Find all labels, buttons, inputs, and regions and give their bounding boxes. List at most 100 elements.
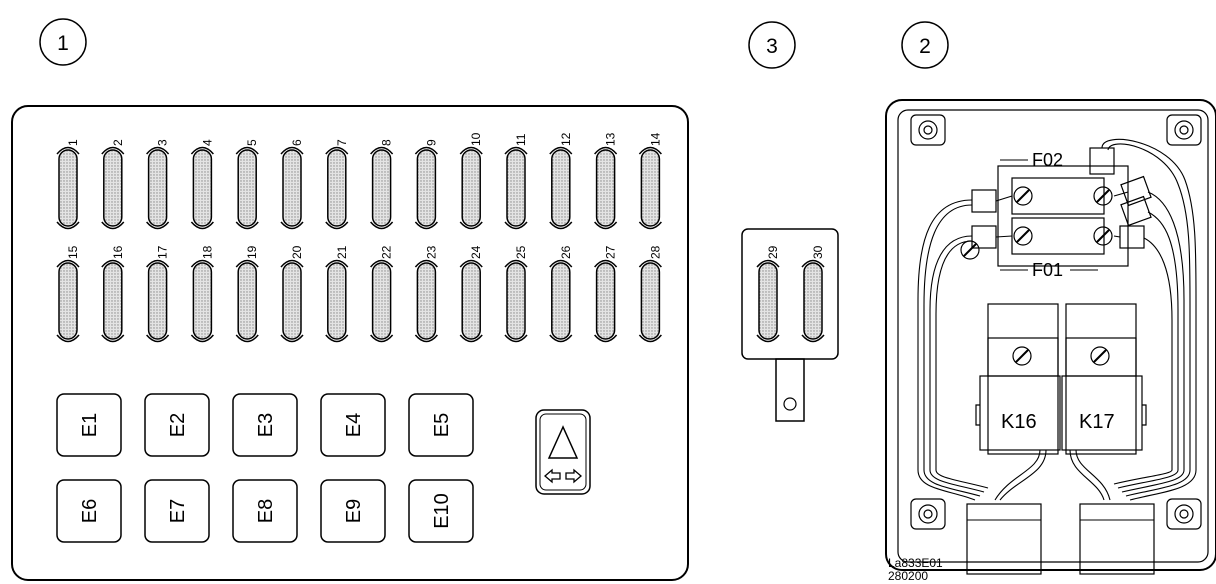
fuse-slot[interactable]: 24 xyxy=(459,245,483,343)
fuse-slot[interactable]: 25 xyxy=(504,245,528,343)
fuse-number: 2 xyxy=(111,139,125,146)
fuse-slot[interactable]: 1 xyxy=(56,139,80,230)
fuse-slot[interactable]: 15 xyxy=(56,245,80,343)
fuse-number: 13 xyxy=(604,132,618,146)
fuse-slot[interactable]: 5 xyxy=(235,139,259,230)
fuse-slot[interactable]: 3 xyxy=(146,139,170,230)
ground-screw xyxy=(960,240,980,260)
fuse-number: 8 xyxy=(380,139,394,146)
relay-socket[interactable]: E5 xyxy=(408,393,474,457)
label-f01: F01 xyxy=(1000,260,1098,280)
fuse-slot[interactable]: 13 xyxy=(594,132,618,230)
fuse-panel-1-outline xyxy=(11,105,689,581)
label-f02-text: F02 xyxy=(1032,150,1063,170)
relay-k17 xyxy=(1061,303,1147,455)
fuse-slot[interactable]: 7 xyxy=(325,139,349,230)
fuse-slot[interactable]: 17 xyxy=(146,245,170,343)
relay-socket[interactable]: E10 xyxy=(408,479,474,543)
wiring-harness xyxy=(917,138,1197,501)
relay-socket[interactable]: E2 xyxy=(144,393,210,457)
fuse-number: 28 xyxy=(648,245,662,259)
relay-socket[interactable]: E9 xyxy=(320,479,386,543)
fuse-number: 23 xyxy=(424,245,438,259)
relay-socket[interactable]: E8 xyxy=(232,479,298,543)
relay-k16-label: K16 xyxy=(1001,411,1037,433)
fuse-slot[interactable]: 22 xyxy=(370,245,394,343)
relay-k17-label: K17 xyxy=(1079,411,1115,433)
fuse-slot[interactable]: 14 xyxy=(638,132,662,230)
relay-row-2: E6 E7 E8 E9 E10 xyxy=(56,479,474,543)
fuse-number: 25 xyxy=(514,245,528,259)
mounting-hole xyxy=(783,397,797,411)
fuse-number: 17 xyxy=(156,245,170,259)
callout-1-label: 1 xyxy=(57,32,69,55)
fuse-number: 29 xyxy=(766,245,780,259)
fuse-slot[interactable]: 27 xyxy=(594,245,618,343)
fuse-slot[interactable]: 2 xyxy=(101,139,125,230)
relay-socket[interactable]: E7 xyxy=(144,479,210,543)
fuse-number: 10 xyxy=(469,132,483,146)
label-f01-text: F01 xyxy=(1032,260,1063,280)
relay-label: E6 xyxy=(79,499,101,523)
callout-3: 3 xyxy=(748,21,796,69)
terminal-connector xyxy=(1120,175,1152,207)
fuse-slot[interactable]: 10 xyxy=(459,132,483,230)
relay-k16 xyxy=(975,303,1061,455)
relay-label: E3 xyxy=(255,413,277,437)
fuse-number: 22 xyxy=(380,245,394,259)
fuse-number: 7 xyxy=(335,139,349,146)
terminal-connector xyxy=(1119,225,1145,249)
fuse-slot[interactable]: 6 xyxy=(280,139,304,230)
fuse-slot[interactable]: 23 xyxy=(414,245,438,343)
fuse-slot[interactable]: 26 xyxy=(549,245,573,343)
fuse-slot[interactable]: 9 xyxy=(414,139,438,230)
fuse-number: 26 xyxy=(559,245,573,259)
fuse-slot[interactable]: 18 xyxy=(190,245,214,343)
fuse-slot[interactable]: 16 xyxy=(101,245,125,343)
fuse-slot[interactable]: 12 xyxy=(549,132,573,230)
fuse-number: 15 xyxy=(66,245,80,259)
callout-2-label: 2 xyxy=(919,35,931,58)
terminal-connector xyxy=(1120,195,1152,227)
callout-2: 2 xyxy=(901,21,949,69)
fuse-slot[interactable]: 8 xyxy=(370,139,394,230)
fuse-number: 20 xyxy=(290,245,304,259)
relay-row-1: E1 E2 E3 E4 E5 xyxy=(56,393,474,457)
fuse-number: 4 xyxy=(200,139,214,146)
fuse-number: 21 xyxy=(335,245,349,259)
fuse-slot[interactable]: 30 xyxy=(801,245,825,343)
hazard-switch[interactable] xyxy=(535,409,591,495)
fuse-number: 9 xyxy=(424,139,438,146)
fuse-number: 16 xyxy=(111,245,125,259)
fuse-slot[interactable]: 4 xyxy=(190,139,214,230)
fuse-number: 12 xyxy=(559,132,573,146)
fuse-slot[interactable]: 19 xyxy=(235,245,259,343)
relay-socket[interactable]: E3 xyxy=(232,393,298,457)
reference-code: La833E01 xyxy=(888,556,943,570)
relay-label: E5 xyxy=(431,413,453,437)
fuse-holder-frame xyxy=(997,165,1129,267)
relay-label: E4 xyxy=(343,413,365,437)
double-arrow-icon xyxy=(544,468,582,484)
relay-socket[interactable]: E4 xyxy=(320,393,386,457)
relay-label: E10 xyxy=(431,493,453,529)
relay-socket[interactable]: E1 xyxy=(56,393,122,457)
reference-date: 280200 xyxy=(888,569,928,583)
relay-socket[interactable]: E6 xyxy=(56,479,122,543)
cable-gland-left xyxy=(966,503,1042,575)
terminal-connector xyxy=(1089,147,1115,175)
fuse-slot[interactable]: 21 xyxy=(325,245,349,343)
fuse-slot[interactable]: 20 xyxy=(280,245,304,343)
warning-triangle-icon xyxy=(547,425,579,459)
fuse-number: 3 xyxy=(156,139,170,146)
fuse-slot[interactable]: 11 xyxy=(504,133,528,230)
fuse-slot[interactable]: 29 xyxy=(756,245,780,343)
terminal-connector xyxy=(971,189,997,213)
callout-1: 1 xyxy=(39,18,87,66)
corner-screw-top-right xyxy=(1166,114,1202,146)
fuse-holder-f02 xyxy=(1011,177,1113,215)
fuse-slot[interactable]: 28 xyxy=(638,245,662,343)
fuse-number: 27 xyxy=(604,245,618,259)
